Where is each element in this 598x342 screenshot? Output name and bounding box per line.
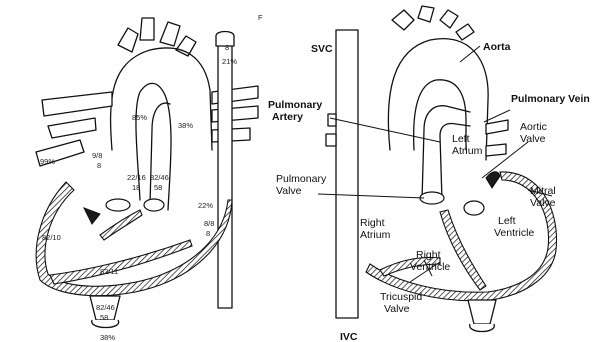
pulmonary-vein-label: Pulmonary Vein <box>511 93 590 105</box>
right-heart-drawing <box>326 6 557 332</box>
ivc-pressure: 82/46 <box>96 303 115 312</box>
ivc-pressure-mean: 58 <box>100 313 108 322</box>
rv-pressure: 82/11 <box>100 267 118 276</box>
pa-pressure: 22/16 <box>127 173 146 182</box>
la-pressure-mean: 8 <box>97 161 101 170</box>
aorta-sat: 85% <box>132 113 147 122</box>
pv-sat: 99% <box>40 157 55 166</box>
aorta-label: Aorta <box>483 41 511 53</box>
ivc-sat: 38% <box>100 333 115 342</box>
ao-pressure-mean: 58 <box>154 183 162 192</box>
ra-pressure: 8/8 <box>204 219 214 228</box>
pa-pressure-mean: 18 <box>132 183 140 192</box>
ao-pressure: 82/46 <box>150 173 169 182</box>
svc-top-sat: 21% <box>222 57 237 66</box>
ra-sat: 22% <box>198 201 213 210</box>
lv-pressure: 82/10 <box>42 233 61 242</box>
svc-label: SVC <box>311 43 333 55</box>
pa-sat: 38% <box>178 121 193 130</box>
la-pressure: 9/8 <box>92 151 102 160</box>
corner-mark: F <box>258 13 263 22</box>
ra-pressure-mean: 8 <box>206 229 210 238</box>
svc-pressure: 8 <box>225 43 229 52</box>
ivc-label: IVC <box>340 331 358 342</box>
